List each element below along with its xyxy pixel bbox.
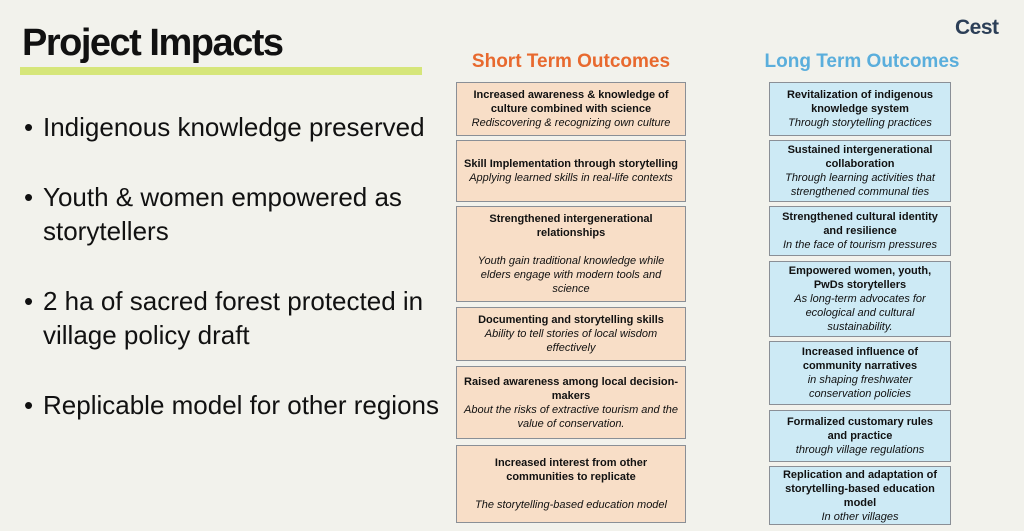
box-description: The storytelling-based education model [474,499,667,511]
box-description: through village regulations [795,444,925,456]
box-title: Formalized customary rules and practice [786,416,934,442]
long-term-box: Revitalization of indigenous knowledge s… [769,82,951,136]
bullet-item: Replicable model for other regions [24,388,444,422]
bullet-item: 2 ha of sacred forest protected in villa… [24,284,444,352]
bullet-item: Youth & women empowered as storytellers [24,180,444,248]
box-title: Increased awareness & knowledge of cultu… [473,89,669,115]
short-term-box: Documenting and storytelling skills Abil… [456,307,686,361]
short-term-box: Strengthened intergenerational relations… [456,206,686,302]
title-underline-bar [20,67,422,75]
box-title: Raised awareness among local decision-ma… [464,375,678,402]
short-term-heading: Short Term Outcomes [471,51,671,72]
box-description: Youth gain traditional knowledge while e… [477,255,665,295]
long-term-box: Formalized customary rules and practice … [769,410,951,462]
box-description: Through storytelling practices [788,117,932,129]
box-description: in shaping freshwater conservation polic… [807,374,913,400]
box-description: Through learning activities that strengt… [785,172,935,198]
long-term-box: Replication and adaptation of storytelli… [769,466,951,525]
long-term-box: Empowered women, youth, PwDs storyteller… [769,261,951,337]
short-term-box: Raised awareness among local decision-ma… [456,366,686,439]
box-title: Skill Implementation through storytellin… [464,158,678,170]
long-term-heading: Long Term Outcomes [764,51,960,72]
box-title: Empowered women, youth, PwDs storyteller… [788,265,932,291]
box-title: Documenting and storytelling skills [478,314,664,326]
box-title: Replication and adaptation of storytelli… [782,468,937,509]
box-title: Increased influence of community narrati… [801,346,919,372]
cest-logo: Cest [955,16,999,39]
box-description: Ability to tell stories of local wisdom … [484,328,658,354]
box-title: Increased interest from other communitie… [494,457,648,483]
box-description: In the face of tourism pressures [782,239,938,251]
long-term-box: Increased influence of community narrati… [769,341,951,405]
box-description: About the risks of extractive tourism an… [464,403,678,430]
box-description: As long-term advocates for ecological an… [794,293,926,333]
box-description: In other villages [821,510,899,523]
impact-bullet-list: Indigenous knowledge preserved Youth & w… [24,110,444,458]
long-term-box: Sustained intergenerational collaboratio… [769,140,951,202]
bullet-item: Indigenous knowledge preserved [24,110,444,144]
box-title: Sustained intergenerational collaboratio… [787,144,933,170]
box-description: Applying learned skills in real-life con… [469,172,673,184]
short-term-box: Skill Implementation through storytellin… [456,140,686,202]
box-description: Rediscovering & recognizing own culture [471,117,671,129]
slide-title: Project Impacts [22,22,284,64]
box-title: Revitalization of indigenous knowledge s… [786,89,934,115]
box-title: Strengthened cultural identity and resil… [782,211,938,237]
long-term-box: Strengthened cultural identity and resil… [769,206,951,256]
short-term-box: Increased interest from other communitie… [456,445,686,523]
box-title: Strengthened intergenerational relations… [489,213,653,239]
short-term-box: Increased awareness & knowledge of cultu… [456,82,686,136]
